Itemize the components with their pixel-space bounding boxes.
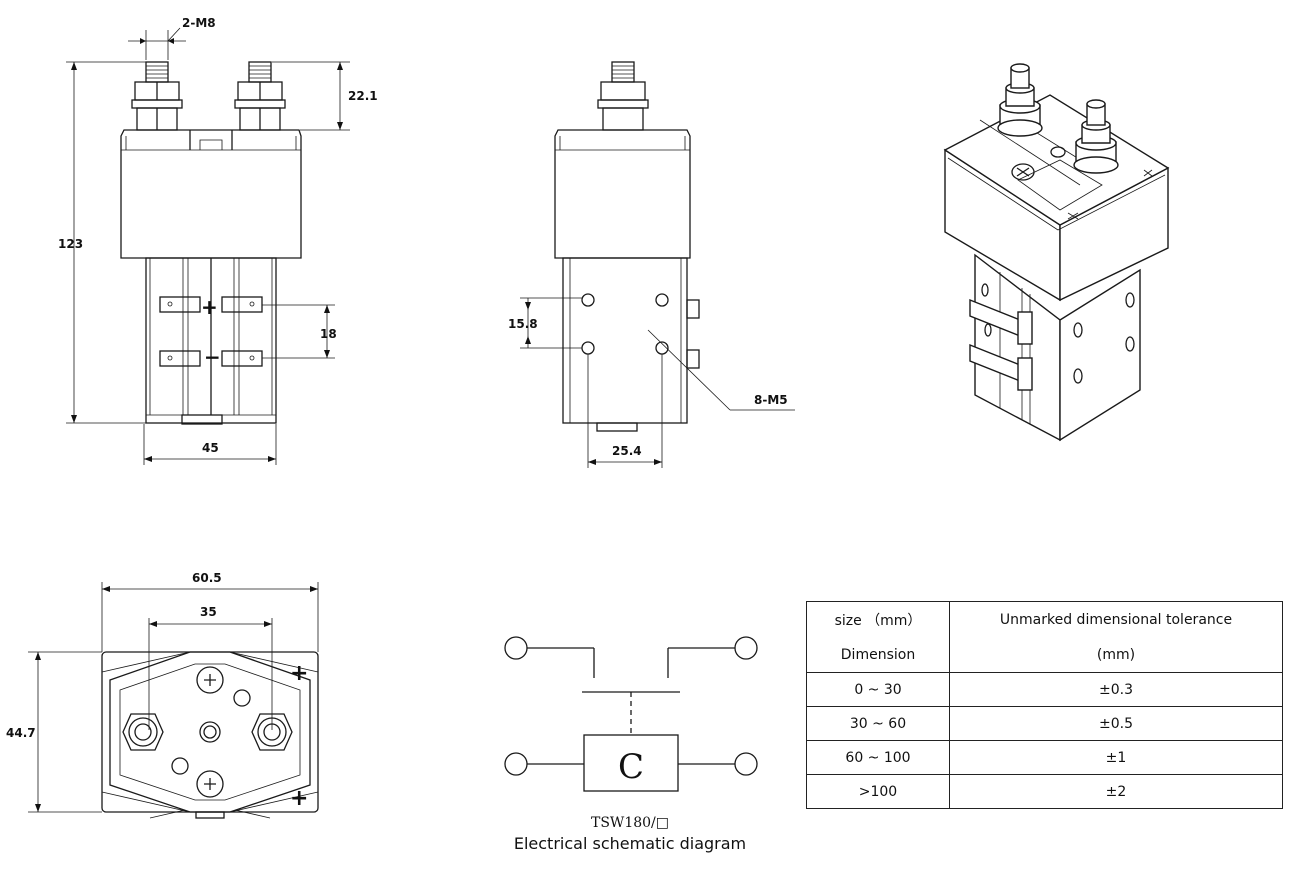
cell-tolerance: ±0.3	[949, 672, 1283, 707]
table-row: 30 ~ 60 ±0.5	[806, 706, 1283, 741]
cell-tolerance: ±0.5	[949, 706, 1283, 741]
electrical-schematic: C TSW180/□ Electrical schematic diagram	[504, 636, 758, 853]
svg-text:−: −	[204, 345, 221, 369]
header-tolerance: Unmarked dimensional tolerance	[949, 601, 1283, 637]
iso-terminal-right	[1073, 99, 1119, 174]
cell-size: 0 ~ 30	[806, 672, 950, 707]
table-row: 0 ~ 30 ±0.3	[806, 672, 1283, 707]
top-view: + + 60.5 35 44.7	[6, 571, 319, 819]
iso-terminal-left	[997, 63, 1043, 137]
dim-22-1: 22.1	[348, 89, 378, 103]
dim-45: 45	[202, 441, 219, 455]
table-row: >100 ±2	[806, 774, 1283, 809]
header-size: size （mm）	[806, 601, 950, 637]
svg-text:+: +	[290, 786, 308, 811]
dim-35: 35	[200, 605, 217, 619]
cell-size: 30 ~ 60	[806, 706, 950, 741]
dim-25-4: 25.4	[612, 444, 642, 458]
dim-123: 123	[58, 237, 83, 251]
cell-size: 60 ~ 100	[806, 740, 950, 775]
dim-2-m8: 2-M8	[182, 16, 216, 30]
dim-44-7: 44.7	[6, 726, 36, 740]
side-view: 15.8 25.4 8-M5	[508, 61, 795, 468]
dim-15-8: 15.8	[508, 317, 538, 331]
coil-label: C	[618, 747, 644, 787]
table-header-row: Dimension (mm)	[806, 637, 1283, 673]
svg-text:+: +	[290, 661, 308, 686]
isometric-view	[943, 63, 1170, 442]
table-header-row: size （mm） Unmarked dimensional tolerance	[806, 601, 1283, 637]
svg-text:+: +	[201, 295, 218, 319]
front-terminal-left	[131, 61, 183, 131]
dim-18: 18	[320, 327, 337, 341]
cell-tolerance: ±1	[949, 740, 1283, 775]
cell-size: >100	[806, 774, 950, 809]
header-unit: (mm)	[949, 637, 1283, 673]
schematic-caption: Electrical schematic diagram	[514, 834, 746, 853]
dim-8-m5: 8-M5	[754, 393, 788, 407]
header-dimension: Dimension	[806, 637, 950, 673]
cell-tolerance: ±2	[949, 774, 1283, 809]
front-view: + − 2-M8 22.1 123 45 18	[58, 16, 378, 465]
tolerance-table: size （mm） Unmarked dimensional tolerance…	[806, 601, 1283, 809]
dim-60-5: 60.5	[192, 571, 222, 585]
schematic-model: TSW180/□	[591, 815, 669, 831]
table-row: 60 ~ 100 ±1	[806, 740, 1283, 775]
front-terminal-right	[234, 61, 286, 131]
